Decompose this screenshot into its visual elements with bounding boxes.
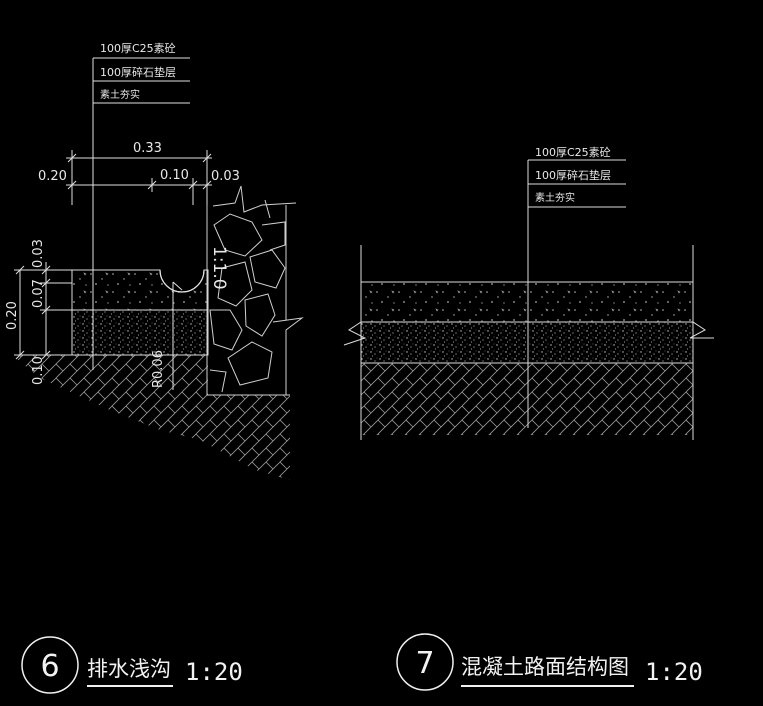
left-dimension-lines — [14, 262, 72, 360]
ditch-concrete-layer — [71, 269, 209, 311]
detail-number-circle — [21, 636, 79, 694]
slope-label: 1:1.0 — [209, 246, 229, 290]
detail-6-drainage-ditch: 100厚C25素砼 100厚碎石垫层 素土夯实 0.33 0.20 0.10 0… — [5, 42, 304, 480]
detail-7-pavement-structure: 100厚C25素砼 100厚碎石垫层 素土夯实 — [343, 146, 714, 440]
leader-6 — [92, 57, 190, 390]
pavement-concrete-layer — [361, 282, 693, 322]
dim-left-b: 0.07 — [31, 279, 46, 308]
layer-label-gravel: 100厚碎石垫层 — [100, 65, 176, 79]
detail-scale-7: 1:20 — [645, 658, 703, 686]
pavement-gravel-layer — [361, 322, 693, 363]
pavement-soil-hatch — [361, 363, 693, 435]
dim-left-c: 0.20 — [5, 301, 20, 330]
title-block-7: 7 混凝土路面结构图 1:20 — [396, 633, 703, 691]
dim-mid-width: 0.10 — [160, 168, 189, 183]
detail-title-6: 排水浅沟 — [87, 657, 171, 681]
pavement-label-soil: 素土夯实 — [535, 191, 575, 204]
layer-label-concrete: 100厚C25素砼 — [100, 42, 176, 55]
layer-label-soil: 素土夯实 — [100, 88, 140, 101]
dim-left-a: 0.03 — [31, 239, 46, 268]
dim-left-width: 0.20 — [38, 169, 67, 184]
top-dimension-lines — [66, 150, 212, 205]
pavement-outline — [343, 159, 714, 440]
soil-hatch-6 — [18, 355, 290, 480]
ditch-gravel-layer — [71, 309, 209, 356]
detail-scale-6: 1:20 — [185, 658, 243, 686]
rubble-wall — [206, 185, 304, 396]
dim-total-width: 0.33 — [133, 141, 162, 156]
radius-label: R0.06 — [151, 350, 166, 388]
dim-left-d: 0.10 — [31, 356, 46, 385]
detail-number-6: 6 — [40, 649, 59, 684]
detail-title-7: 混凝土路面结构图 — [461, 655, 629, 679]
title-block-6: 6 排水浅沟 1:20 — [21, 636, 243, 694]
pavement-label-concrete: 100厚C25素砼 — [535, 146, 611, 159]
pavement-label-gravel: 100厚碎石垫层 — [535, 168, 611, 182]
detail-number-circle — [396, 633, 454, 691]
dim-right-width: 0.03 — [211, 169, 240, 184]
detail-number-7: 7 — [415, 646, 434, 681]
